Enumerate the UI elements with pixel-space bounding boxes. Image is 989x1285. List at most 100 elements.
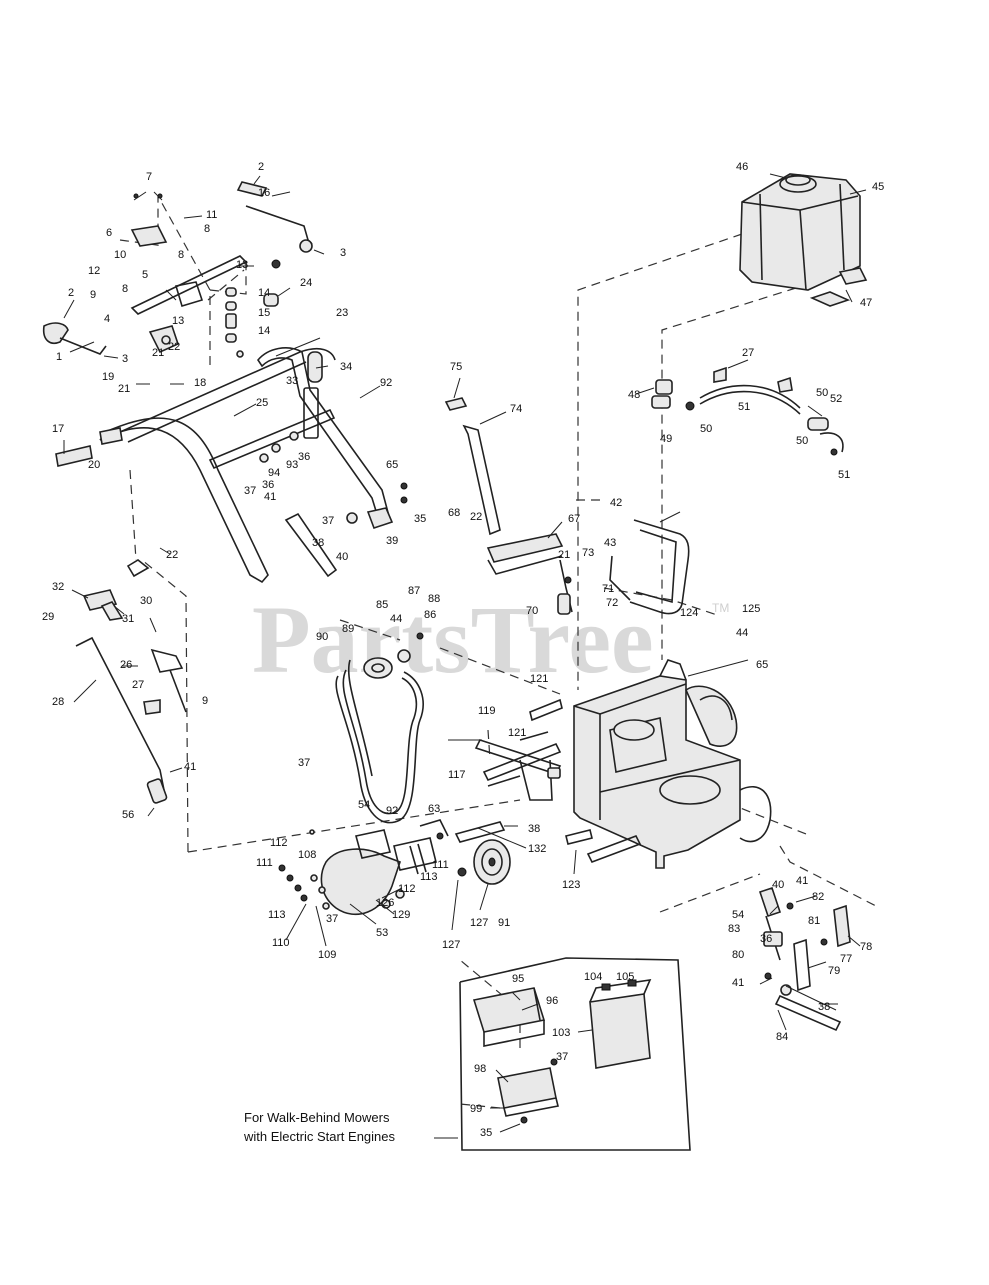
part-label-25: 25 [256,397,268,409]
part-label-91: 91 [498,917,510,929]
part-label-24: 24 [300,277,312,289]
part-label-39: 39 [386,535,398,547]
part-label-9: 9 [90,289,96,301]
part-label-53: 53 [376,927,388,939]
part-label-63: 63 [428,803,440,815]
part-label-5: 5 [142,269,148,281]
part-label-15: 15 [258,307,270,319]
part-label-7: 7 [146,171,152,183]
trademark: TM [712,601,729,615]
part-label-37: 37 [322,515,334,527]
part-label-86: 86 [424,609,436,621]
part-label-93: 93 [286,459,298,471]
part-label-92: 92 [380,377,392,389]
part-label-125: 125 [742,603,760,615]
part-label-18: 18 [194,377,206,389]
part-label-28: 28 [52,696,64,708]
part-label-38: 38 [818,1001,830,1013]
part-label-85: 85 [376,599,388,611]
part-label-73: 73 [582,547,594,559]
part-label-37: 37 [326,913,338,925]
part-label-2: 2 [258,161,264,173]
hardware-stack [225,259,281,358]
part-label-8: 8 [204,223,210,235]
part-label-3: 3 [122,353,128,365]
caption-line-1: For Walk-Behind Mowers [244,1110,390,1125]
part-label-68: 68 [448,507,460,519]
washer-stack [278,829,330,910]
part-label-44: 44 [390,613,402,625]
part-label-2: 2 [68,287,74,299]
part-label-33: 33 [286,375,298,387]
part-label-132: 132 [528,843,546,855]
caption-line-2: with Electric Start Engines [243,1129,396,1144]
part-label-23: 23 [336,307,348,319]
part-label-22: 22 [166,549,178,561]
handle-assembly [55,347,391,584]
part-label-34: 34 [340,361,352,373]
part-label-121: 121 [530,673,548,685]
part-label-36: 36 [262,479,274,491]
part-label-14: 14 [258,287,270,299]
part-label-127: 127 [442,939,460,951]
part-label-74: 74 [510,403,522,415]
part-label-42: 42 [610,497,622,509]
part-label-38: 38 [528,823,540,835]
part-label-88: 88 [428,593,440,605]
part-label-27: 27 [742,347,754,359]
part-label-65: 65 [386,459,398,471]
brake-assembly [758,886,851,1032]
part-label-36: 36 [298,451,310,463]
part-label-82: 82 [812,891,824,903]
part-label-96: 96 [546,995,558,1007]
part-label-26: 26 [120,659,132,671]
part-label-54: 54 [732,909,744,921]
lever-assembly [444,397,573,615]
part-label-1: 1 [56,351,62,363]
battery-kit [459,957,691,1151]
part-label-108: 108 [298,849,316,861]
part-label-65: 65 [756,659,768,671]
part-label-4: 4 [104,313,110,325]
part-label-43: 43 [604,537,616,549]
part-label-121: 121 [508,727,526,739]
part-label-37: 37 [244,485,256,497]
part-label-8: 8 [178,249,184,261]
part-label-45: 45 [872,181,884,193]
part-label-50: 50 [796,435,808,447]
part-label-110: 110 [272,937,290,949]
part-label-3: 3 [340,247,346,259]
part-label-35: 35 [480,1127,492,1139]
part-label-30: 30 [140,595,152,607]
part-label-21: 21 [118,383,130,395]
part-label-8: 8 [122,283,128,295]
part-label-21: 21 [152,347,164,359]
part-label-71: 71 [602,583,614,595]
control-rod [75,559,187,804]
part-label-16: 16 [258,187,270,199]
fuel-tank [739,173,868,307]
part-label-50: 50 [700,423,712,435]
part-label-127: 127 [470,917,488,929]
part-label-48: 48 [628,389,640,401]
left-control-handles [42,181,313,355]
part-label-9: 9 [202,695,208,707]
part-label-72: 72 [606,597,618,609]
part-label-46: 46 [736,161,748,173]
part-label-22: 22 [168,341,180,353]
part-label-78: 78 [860,941,872,953]
leader-lines [63,173,867,1139]
part-label-6: 6 [106,227,112,239]
part-label-105: 105 [616,971,634,983]
part-label-51: 51 [838,469,850,481]
part-label-89: 89 [342,623,354,635]
part-label-109: 109 [318,949,336,961]
part-label-104: 104 [584,971,602,983]
part-label-92: 92 [386,805,398,817]
chassis [573,659,772,869]
part-label-123: 123 [562,879,580,891]
part-label-113: 113 [420,871,438,883]
part-label-113: 113 [268,909,286,921]
part-label-112: 112 [270,837,288,849]
